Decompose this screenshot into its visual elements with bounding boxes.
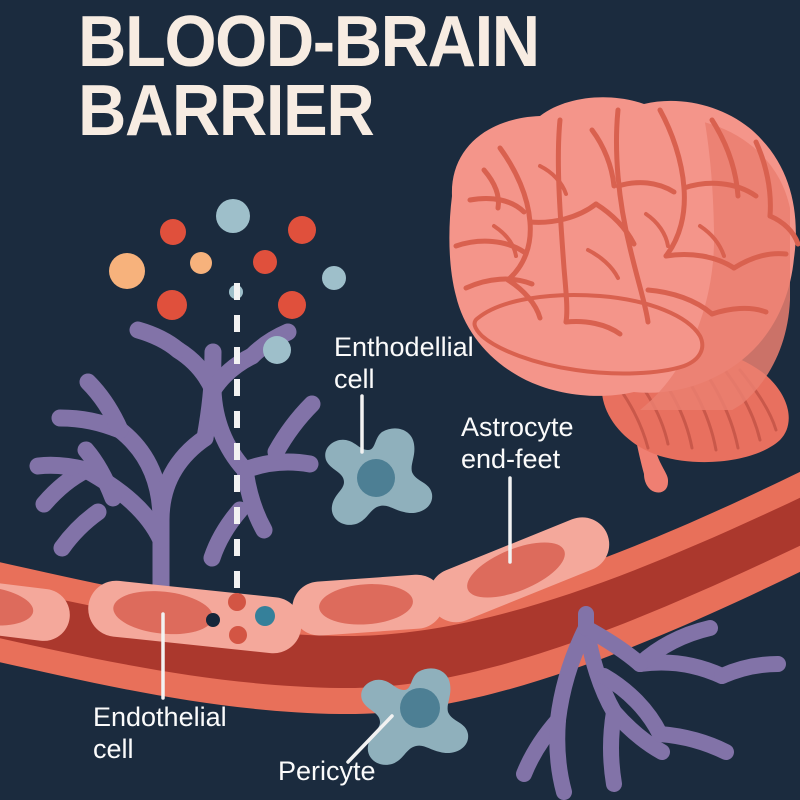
endothelial-cell: [0, 577, 70, 641]
molecule: [229, 626, 247, 644]
molecule: [216, 199, 250, 233]
astrocyte-upper: [325, 428, 433, 525]
astrocyte-lower: [361, 668, 469, 765]
endothelial-cell: [292, 574, 444, 636]
brain-shadow: [640, 98, 790, 410]
astrocyte-nucleus: [400, 688, 440, 728]
leader-lines: [161, 394, 512, 764]
molecule: [109, 253, 145, 289]
molecule: [278, 291, 306, 319]
molecule: [190, 252, 212, 274]
brain-illustration: [449, 97, 800, 493]
molecule: [206, 613, 220, 627]
molecule: [160, 219, 186, 245]
molecule: [253, 250, 277, 274]
molecules-inside-lumen: [206, 593, 275, 644]
molecule: [157, 290, 187, 320]
brain-gyri-detail: [492, 164, 726, 280]
astrocyte-nucleus: [357, 459, 395, 497]
capillary-vessel: [0, 471, 800, 715]
leader-pericyte: [346, 714, 394, 764]
molecule: [288, 216, 316, 244]
neuron-dendrites-lower-right: [516, 606, 786, 800]
endothelial-cell-layer: [0, 517, 610, 654]
endothelial-cell: [429, 517, 610, 623]
molecules-outside-vessel: [109, 199, 346, 364]
molecule: [322, 266, 346, 290]
molecule: [255, 606, 275, 626]
molecule: [263, 336, 291, 364]
molecule: [228, 593, 246, 611]
brain-sulci: [453, 107, 800, 337]
